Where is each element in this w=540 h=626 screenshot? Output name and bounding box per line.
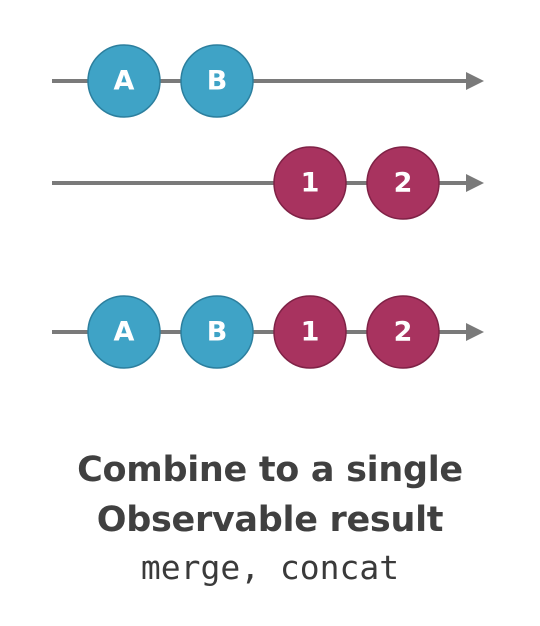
caption-title-line2: Observable result xyxy=(96,500,444,540)
timeline-source-letters: A B xyxy=(52,44,484,118)
marble-circle xyxy=(180,295,254,369)
marble-circle xyxy=(180,44,254,118)
marble-label: A xyxy=(114,66,135,97)
marble-1: 1 xyxy=(273,295,347,369)
caption-title-line1: Combine to a single xyxy=(77,450,463,490)
marble-a: A xyxy=(87,295,161,369)
arrow-head xyxy=(466,72,484,90)
marble-1: 1 xyxy=(273,146,347,220)
arrow-head xyxy=(466,323,484,341)
marble-circle xyxy=(273,146,347,220)
arrow-head xyxy=(466,174,484,192)
caption-operators: merge, concat xyxy=(140,548,400,587)
marble-circle xyxy=(87,44,161,118)
marble-a: A xyxy=(87,44,161,118)
marble-2: 2 xyxy=(366,295,440,369)
marble-label: B xyxy=(207,66,228,97)
marble-label: B xyxy=(207,317,228,348)
timeline-source-numbers: 1 2 xyxy=(52,146,484,220)
marble-circle xyxy=(87,295,161,369)
marble-label: 2 xyxy=(394,168,413,199)
marble-label: A xyxy=(114,317,135,348)
timeline-combined-result: A B 1 2 xyxy=(52,295,484,369)
marble-label: 1 xyxy=(301,317,320,348)
marble-circle xyxy=(273,295,347,369)
marble-2: 2 xyxy=(366,146,440,220)
marble-circle xyxy=(366,295,440,369)
marble-label: 2 xyxy=(394,317,413,348)
marble-b: B xyxy=(180,295,254,369)
marble-label: 1 xyxy=(301,168,320,199)
marble-diagram: A B 1 2 A B 1 xyxy=(52,44,484,369)
marble-circle xyxy=(366,146,440,220)
marble-b: B xyxy=(180,44,254,118)
